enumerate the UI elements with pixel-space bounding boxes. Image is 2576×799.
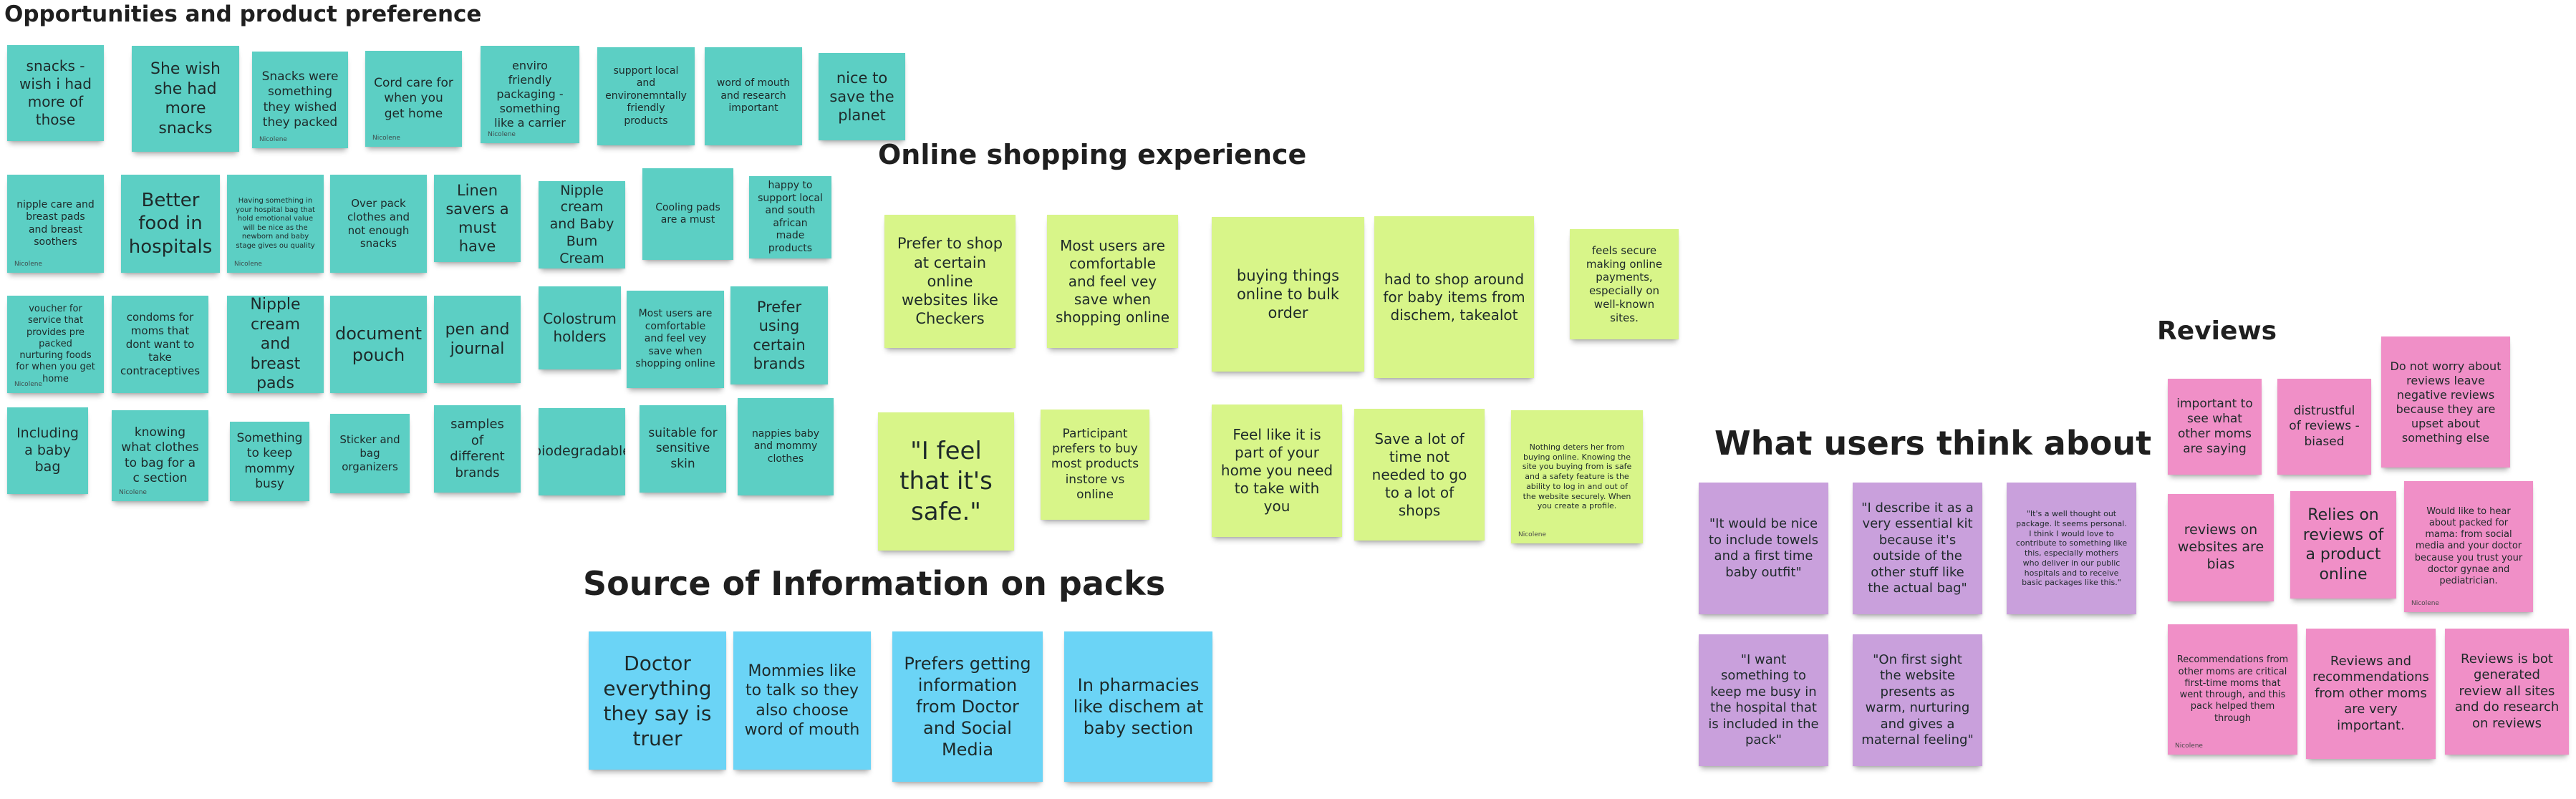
sticky-note[interactable]: Nothing deters her from buying online. K… <box>1511 410 1643 543</box>
sticky-note[interactable]: word of mouth and research important <box>705 47 802 145</box>
sticky-note[interactable]: Mommies like to talk so they also choose… <box>733 631 871 770</box>
sticky-note[interactable]: "I describe it as a very essential kit b… <box>1853 483 1982 614</box>
author-tag: Nicolene <box>372 134 400 142</box>
sticky-note[interactable]: Having something in your hospital bag th… <box>227 175 324 273</box>
sticky-note[interactable]: buying things online to bulk order <box>1212 217 1364 372</box>
sticky-note[interactable]: "I want something to keep me busy in the… <box>1699 634 1828 766</box>
sticky-note[interactable]: feels secure making online payments, esp… <box>1570 229 1679 339</box>
sticky-note[interactable]: Participant prefers to buy most products… <box>1041 410 1149 520</box>
sticky-note[interactable]: Reviews and recommendations from other m… <box>2306 629 2436 759</box>
sticky-note[interactable]: snacks - wish i had more of those <box>7 45 104 141</box>
sticky-note[interactable]: Doctor everything they say is truer <box>589 631 726 770</box>
sticky-note[interactable]: nappies baby and mommy clothes <box>738 398 834 495</box>
sticky-note[interactable]: nipple care and breast pads and breast s… <box>7 175 104 273</box>
sticky-note[interactable]: important to see what other moms are say… <box>2168 379 2262 475</box>
sticky-note[interactable]: Feel like it is part of your home you ne… <box>1212 405 1342 537</box>
author-tag: Nicolene <box>259 135 287 143</box>
author-tag: Nicolene <box>488 130 516 138</box>
sticky-note[interactable]: Sticker and bag organizers <box>330 414 410 493</box>
author-tag: Nicolene <box>14 260 42 268</box>
sticky-note[interactable]: Most users are comfortable and feel vey … <box>1047 215 1178 348</box>
sticky-note[interactable]: Most users are comfortable and feel vey … <box>627 291 724 388</box>
sticky-note[interactable]: happy to support local and south african… <box>749 176 831 258</box>
section-title-what-users-think[interactable]: What users think about pa <box>1714 424 2151 463</box>
sticky-note[interactable]: Prefer using certain brands <box>730 286 828 384</box>
author-tag: Nicolene <box>234 260 262 268</box>
sticky-note[interactable]: voucher for service that provides pre pa… <box>7 296 104 393</box>
sticky-note[interactable]: biodegradable <box>539 408 625 495</box>
sticky-note[interactable]: document pouch <box>330 296 427 393</box>
author-tag: Nicolene <box>2411 599 2439 607</box>
sticky-note[interactable]: "On first sight the website presents as … <box>1853 634 1982 766</box>
sticky-note[interactable]: Snacks were something they wished they p… <box>252 52 348 148</box>
sticky-note[interactable]: knowing what clothes to bag for a c sect… <box>112 410 208 501</box>
sticky-note[interactable]: Save a lot of time not needed to go to a… <box>1354 409 1485 541</box>
sticky-note[interactable]: Including a baby bag <box>7 407 88 494</box>
sticky-note[interactable]: had to shop around for baby items from d… <box>1374 216 1534 378</box>
sticky-note[interactable]: Something to keep mommy busy <box>230 422 309 501</box>
sticky-note[interactable]: Relies on reviews of a product online <box>2290 491 2396 599</box>
sticky-note[interactable]: Nipple cream and breast pads <box>227 296 324 393</box>
sticky-note[interactable]: pen and journal <box>434 296 521 383</box>
sticky-note[interactable]: Would like to hear about packed for mama… <box>2404 481 2533 612</box>
sticky-note[interactable]: Better food in hospitals <box>121 175 220 273</box>
sticky-note[interactable]: Reviews is bot generated review all site… <box>2445 629 2569 755</box>
sticky-note[interactable]: Linen savers a must have <box>434 175 521 262</box>
sticky-note[interactable]: Do not worry about reviews leave negativ… <box>2381 336 2510 468</box>
sticky-note[interactable]: reviews on websites are bias <box>2168 494 2274 601</box>
sticky-note[interactable]: She wish she had more snacks <box>132 46 239 152</box>
sticky-note[interactable]: Nipple cream and Baby Bum Cream <box>539 181 625 268</box>
sticky-note[interactable]: nice to save the planet <box>819 53 905 140</box>
sticky-note[interactable]: Colostrum holders <box>539 286 621 369</box>
section-title-online-shopping[interactable]: Online shopping experience <box>878 139 1307 170</box>
section-title-reviews[interactable]: Reviews <box>2157 316 2277 346</box>
section-title-source-information[interactable]: Source of Information on packs <box>583 564 1166 603</box>
sticky-note[interactable]: support local and environemntally friend… <box>597 47 695 145</box>
author-tag: Nicolene <box>14 380 42 388</box>
sticky-note[interactable]: "I feel that it's safe." <box>878 412 1014 551</box>
author-tag: Nicolene <box>119 488 147 496</box>
sticky-note[interactable]: Cooling pads are a must <box>642 168 733 260</box>
sticky-note[interactable]: suitable for sensitive skin <box>640 405 726 493</box>
sticky-note[interactable]: In pharmacies like dischem at baby secti… <box>1064 631 1212 782</box>
sticky-note[interactable]: Recommendations from other moms are crit… <box>2168 624 2297 755</box>
sticky-note[interactable]: "It's a well thought out package. It see… <box>2007 483 2136 614</box>
sticky-note[interactable]: samples of different brands <box>434 405 521 493</box>
sticky-note[interactable]: condoms for moms that dont want to take … <box>112 296 208 393</box>
sticky-note[interactable]: "It would be nice to include towels and … <box>1699 483 1828 614</box>
sticky-note[interactable]: Over pack clothes and not enough snacks <box>330 175 427 273</box>
sticky-note[interactable]: Prefers getting information from Doctor … <box>892 631 1043 782</box>
author-tag: Nicolene <box>2175 742 2203 750</box>
sticky-note[interactable]: distrustful of reviews - biased <box>2277 379 2371 475</box>
author-tag: Nicolene <box>1518 531 1546 538</box>
sticky-note[interactable]: Prefer to shop at certain online website… <box>884 215 1016 348</box>
sticky-note[interactable]: enviro friendly packaging - something li… <box>481 46 579 143</box>
section-title-opportunities[interactable]: Opportunities and product preference <box>4 1 482 27</box>
